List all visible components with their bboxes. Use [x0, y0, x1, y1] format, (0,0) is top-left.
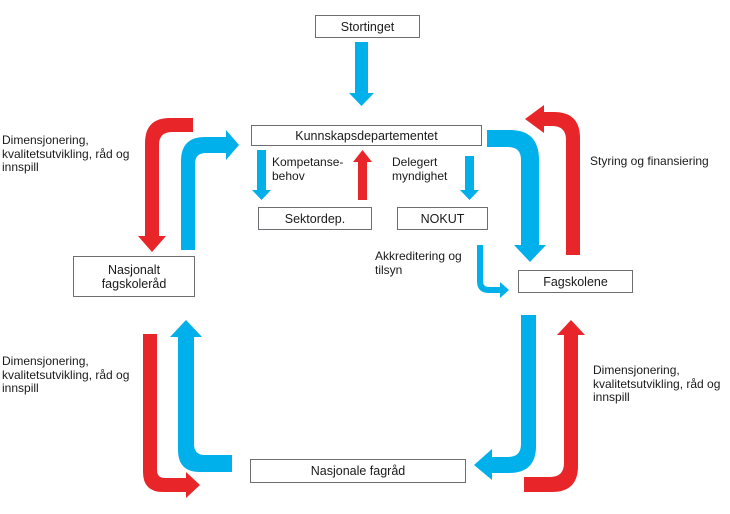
- node-label: Fagskolene: [543, 274, 608, 289]
- node-nasjonale-fagrad: Nasjonale fagråd: [250, 459, 466, 483]
- arrow-stortinget-to-kd: [349, 42, 374, 106]
- node-stortinget: Stortinget: [315, 15, 420, 38]
- node-label: Nasjonale fagråd: [310, 464, 406, 478]
- node-fagskolene: Fagskolene: [518, 270, 633, 293]
- label-dim-top-left: Dimensjonering, kvalitetsutvikling, råd …: [2, 133, 130, 174]
- node-label: Stortinget: [340, 19, 395, 34]
- arrow-fagskolene-to-fagrad: [474, 315, 536, 480]
- label-akkreditering: Akkreditering og tilsyn: [375, 249, 462, 277]
- node-label: Kunnskapsdepartementet: [295, 128, 438, 143]
- node-nasjonalt-fagskolerad: Nasjonalt fagskoleråd: [73, 256, 195, 297]
- node-label: Sektordep.: [284, 211, 346, 226]
- arrow-sektordep-to-kd: [353, 150, 372, 200]
- label-kompetansebehov: Kompetanse- behov: [272, 155, 344, 183]
- node-label: NOKUT: [420, 211, 465, 226]
- arrow-kd-to-fagskolene: [487, 130, 546, 262]
- arrow-fagskolerad-to-kd: [181, 130, 239, 250]
- node-kunnskapsdepartementet: Kunnskapsdepartementet: [251, 125, 482, 146]
- node-label: Nasjonalt fagskoleråd: [101, 262, 167, 291]
- label-dim-bottom-left: Dimensjonering, kvalitetsutvikling, råd …: [2, 354, 130, 395]
- arrow-fagskolene-to-kd: [525, 105, 580, 255]
- arrow-kd-to-sektordep: [252, 150, 271, 200]
- node-nokut: NOKUT: [397, 207, 488, 230]
- label-styring: Styring og finansiering: [590, 154, 709, 168]
- node-sektordep: Sektordep.: [258, 207, 372, 230]
- label-dim-bottom-right: Dimensjonering, kvalitetsutvikling, råd …: [593, 363, 721, 404]
- arrow-kd-to-nokut: [460, 156, 479, 200]
- label-delegert-myndighet: Delegert myndighet: [392, 155, 448, 183]
- arrow-fagrad-to-fagskolene: [524, 320, 585, 492]
- arrow-fagskolerad-to-fagrad: [143, 334, 200, 498]
- arrow-nokut-to-fagskolene: [477, 245, 509, 298]
- arrow-fagrad-to-fagskolerad: [170, 320, 232, 472]
- arrow-kd-to-fagskolerad: [138, 118, 193, 252]
